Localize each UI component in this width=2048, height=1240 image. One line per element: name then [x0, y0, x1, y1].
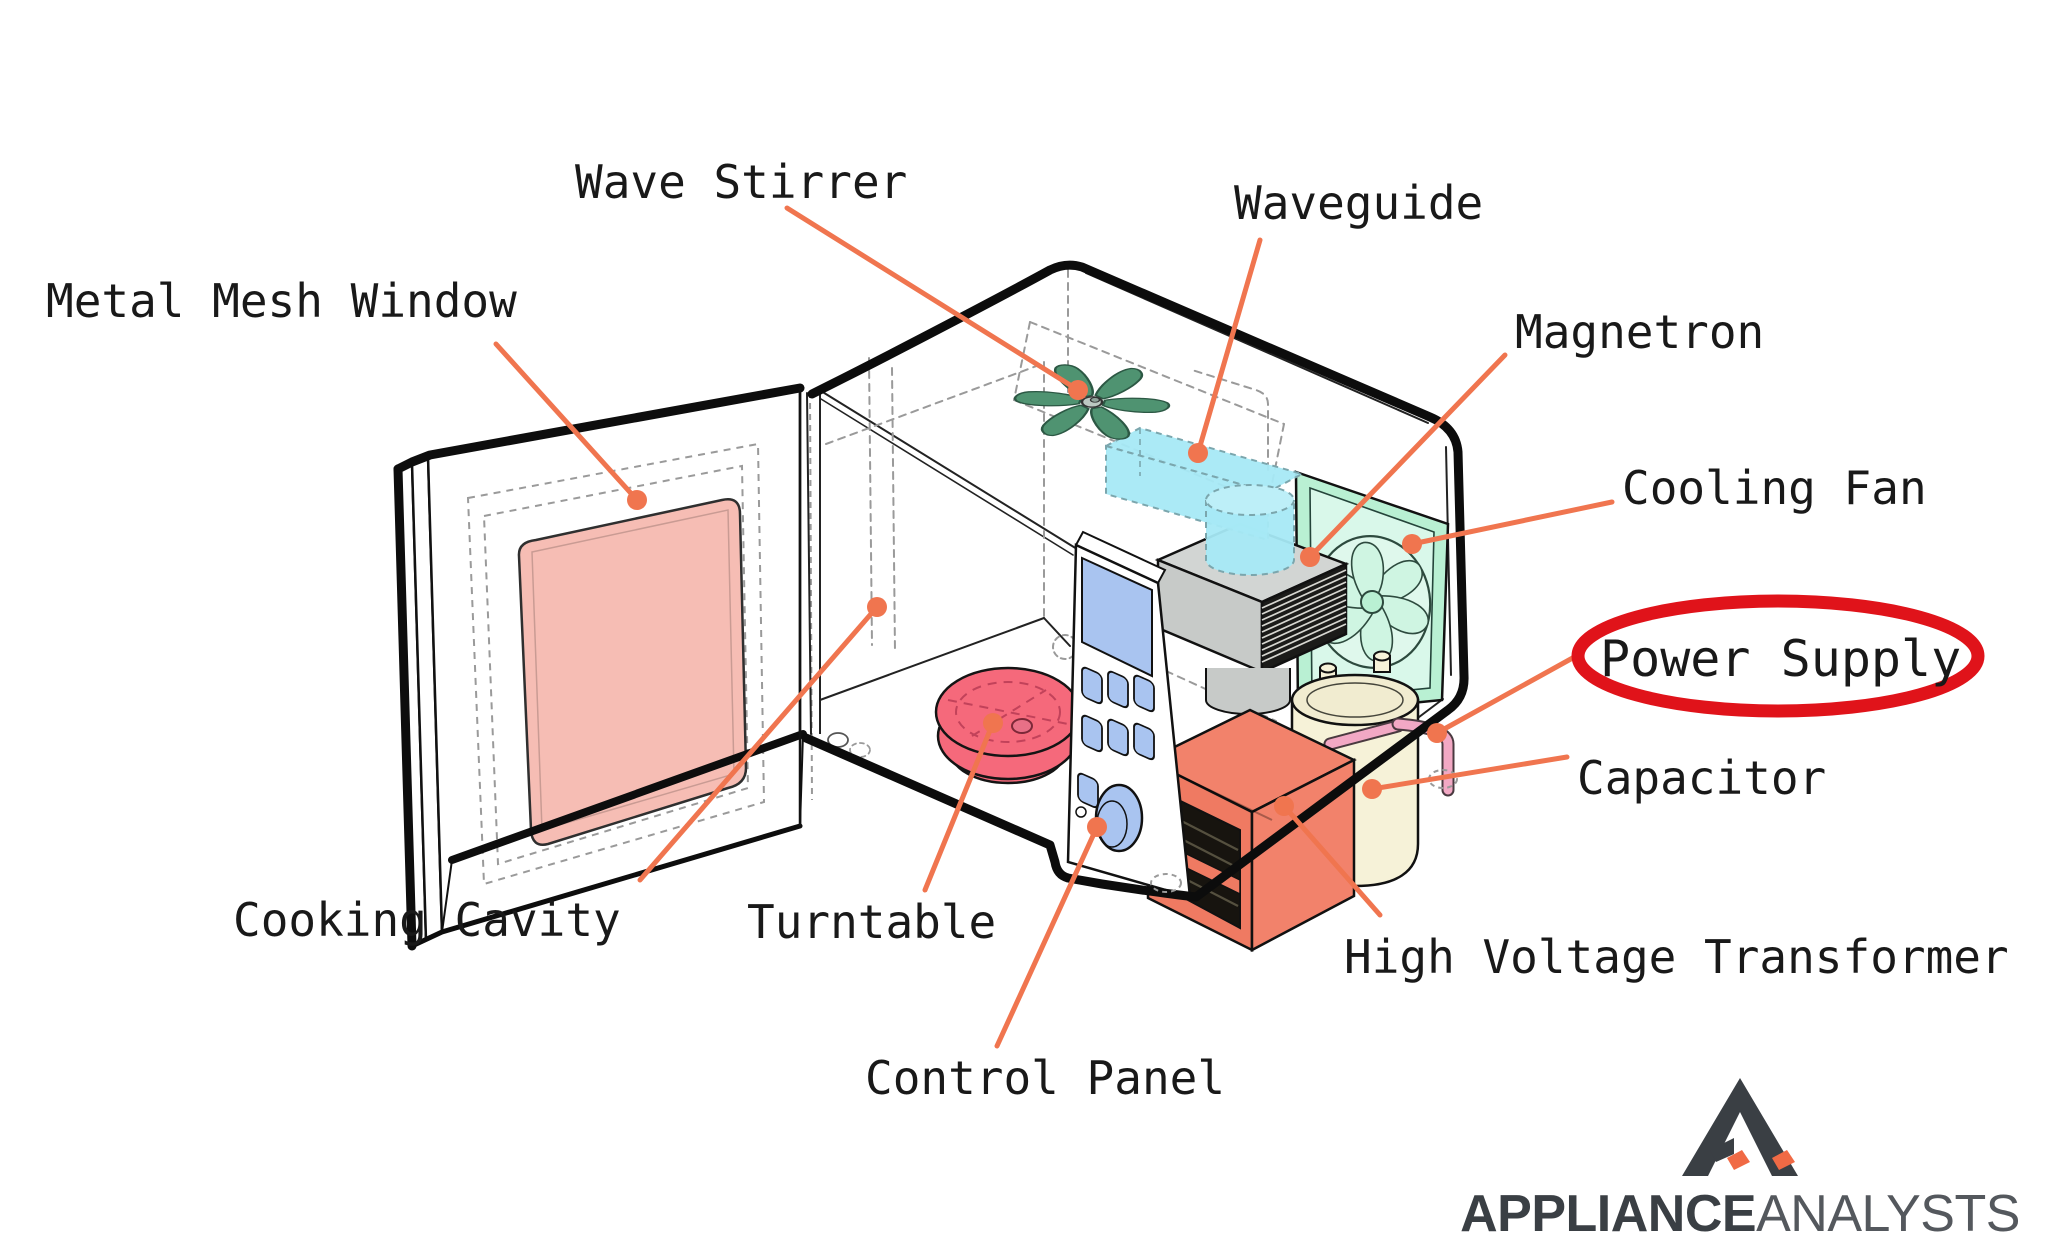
label-cooking-cavity: Cooking Cavity [233, 893, 621, 947]
label-wave-stirrer: Wave Stirrer [575, 155, 908, 209]
label-metal-mesh-window: Metal Mesh Window [46, 274, 517, 328]
label-turntable: Turntable [747, 895, 997, 949]
leader-waveguide [1195, 237, 1263, 456]
logo-mountain-icon [1682, 1078, 1798, 1176]
leader-magnetron [1307, 352, 1508, 560]
label-power-supply: Power Supply [1600, 630, 1962, 688]
leader-metal-mesh-window [493, 341, 640, 503]
leader-hv-transformer [1281, 803, 1383, 918]
label-high-voltage-transformer: High Voltage Transformer [1344, 930, 2009, 984]
power-supply-highlight-circle [1571, 594, 1985, 718]
label-magnetron: Magnetron [1515, 305, 1765, 359]
leader-power-supply [1434, 652, 1581, 736]
label-capacitor: Capacitor [1577, 751, 1827, 805]
leader-cooking-cavity [637, 604, 880, 883]
door-window [517, 498, 748, 846]
turntable [934, 666, 1082, 785]
buttons [1077, 666, 1155, 809]
display-screen [1081, 556, 1153, 678]
leader-lines [493, 205, 1615, 1049]
label-control-panel: Control Panel [865, 1051, 1226, 1105]
leader-control-panel [994, 824, 1100, 1049]
wave-stirrer [1013, 364, 1171, 440]
appliance-analysts-logo: APPLIANCEANALYSTS [1440, 1066, 2040, 1240]
label-waveguide: Waveguide [1234, 176, 1484, 230]
door [393, 383, 821, 951]
leader-wave-stirrer [784, 205, 1081, 393]
leader-capacitor [1369, 754, 1570, 792]
foot [1150, 873, 1182, 893]
dial-knob [1094, 783, 1144, 853]
control-panel [1066, 530, 1192, 899]
leader-turntable [922, 720, 996, 893]
label-cooling-fan: Cooling Fan [1622, 461, 1927, 515]
leader-cooling-fan [1409, 499, 1615, 547]
logo-wordmark: APPLIANCEANALYSTS [1460, 1185, 2020, 1240]
